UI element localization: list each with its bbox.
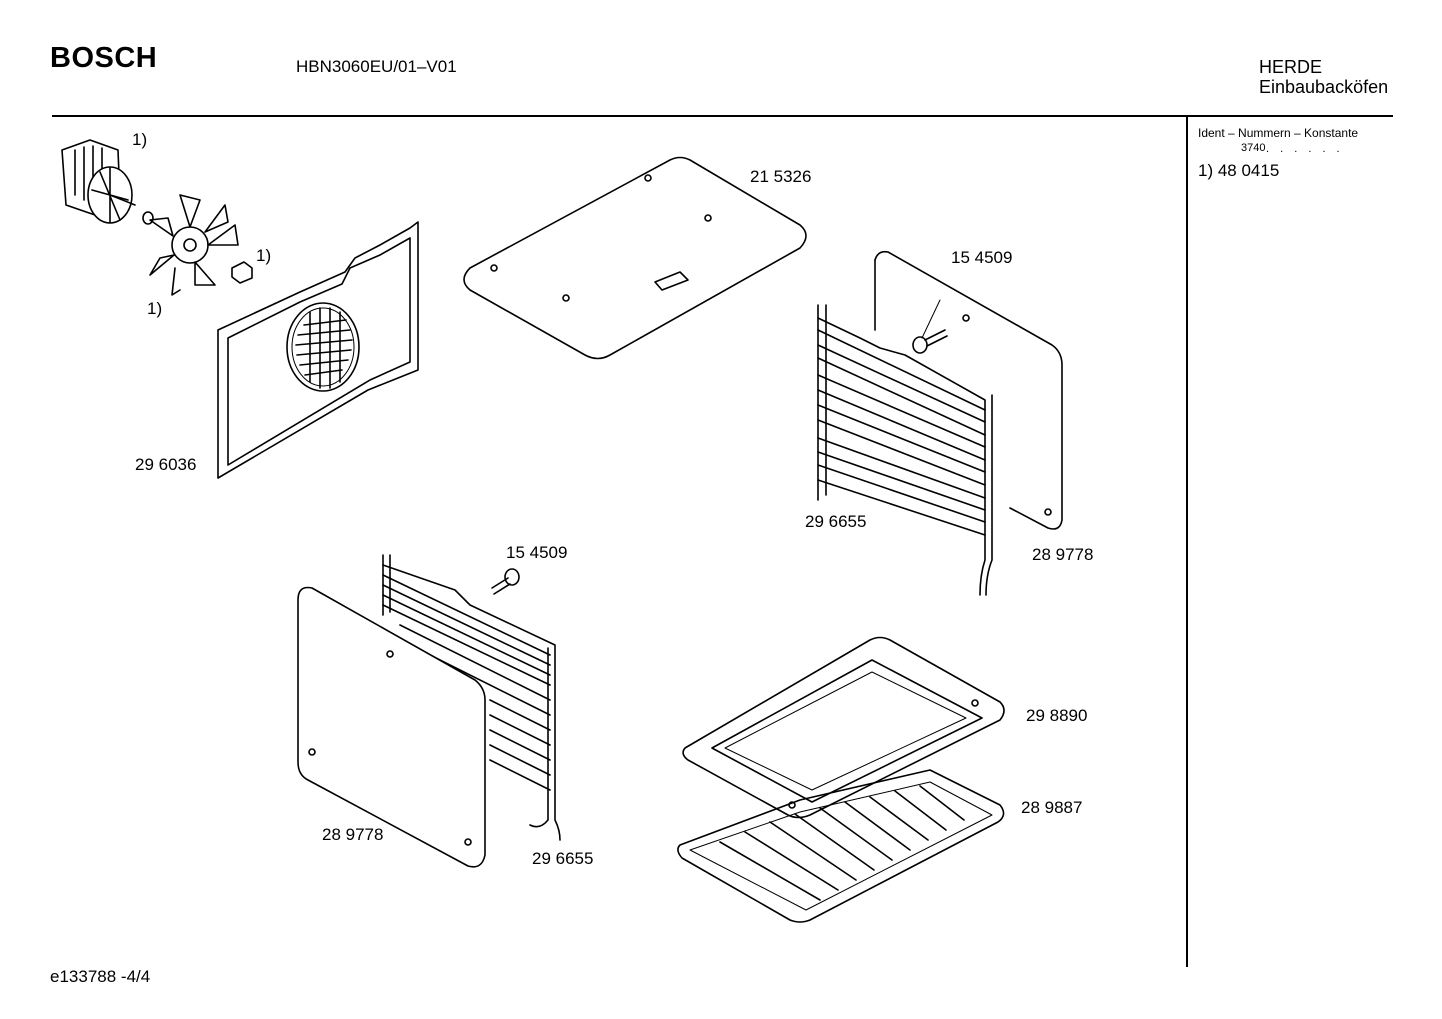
right-panel-label: 28 9778 xyxy=(1032,545,1094,564)
left-screw-label: 15 4509 xyxy=(506,543,568,562)
document-id: e133788 -4/4 xyxy=(50,967,151,986)
tray-label: 29 8890 xyxy=(1026,706,1088,725)
fan-cover-label: 29 6036 xyxy=(135,455,197,474)
fan-cover-part[interactable] xyxy=(217,221,419,479)
top-plate-label: 21 5326 xyxy=(750,167,812,186)
fan-footnote-label: 1) xyxy=(147,299,163,318)
top-plate-part[interactable] xyxy=(463,156,807,360)
category-subtitle: Einbaubacköfen xyxy=(1259,77,1389,97)
left-panel-label: 28 9778 xyxy=(322,825,384,844)
ident-heading: Ident – Nummern – Konstante xyxy=(1198,126,1359,140)
sidebar-divider xyxy=(1186,117,1188,967)
tray-part[interactable] xyxy=(682,636,1005,819)
category-title: HERDE xyxy=(1259,57,1323,77)
brand-logo: BOSCH xyxy=(50,42,158,74)
right-rack-label: 29 6655 xyxy=(805,512,867,531)
ident-constant: 3740 xyxy=(1241,142,1266,154)
ident-dots: . . . . . . xyxy=(1266,143,1344,155)
right-screw-part[interactable] xyxy=(912,299,948,354)
fan-part[interactable] xyxy=(149,194,253,296)
left-rack-label: 29 6655 xyxy=(532,849,594,868)
left-screw-part[interactable] xyxy=(491,568,520,595)
motor-footnote-label: 1) xyxy=(132,130,148,149)
left-panel-part[interactable] xyxy=(297,586,486,868)
model-number: HBN3060EU/01–V01 xyxy=(296,57,457,76)
right-screw-label: 15 4509 xyxy=(951,248,1013,267)
exploded-parts-diagram xyxy=(61,139,1063,923)
nut-footnote-label: 1) xyxy=(256,246,272,265)
right-rack-part[interactable] xyxy=(817,304,993,596)
ident-footnote: 1) 48 0415 xyxy=(1198,161,1280,180)
motor-part[interactable] xyxy=(61,139,154,225)
grill-label: 28 9887 xyxy=(1021,798,1083,817)
grill-part[interactable] xyxy=(677,769,1005,923)
header-divider xyxy=(52,115,1393,117)
left-rack-part[interactable] xyxy=(382,554,561,841)
